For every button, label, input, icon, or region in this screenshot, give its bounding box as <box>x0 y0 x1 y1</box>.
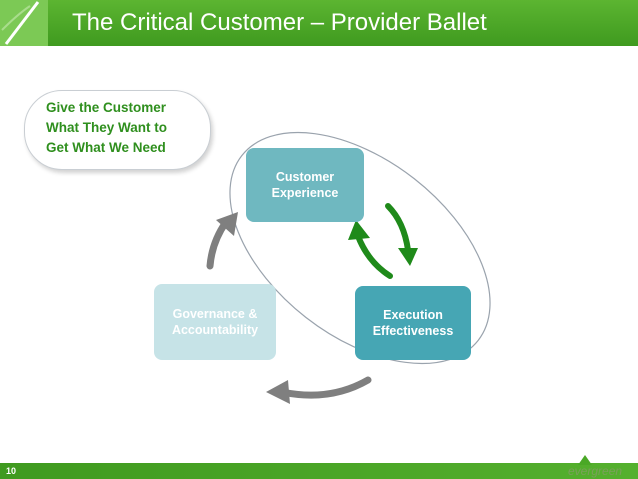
evergreen-logo-text: evergreen <box>568 464 623 478</box>
governance-box-line-2: Accountability <box>171 323 259 337</box>
execution-effectiveness-box: Execution Effectiveness <box>355 286 471 360</box>
callout-line-2: What They Want to <box>46 120 167 135</box>
customer-box-line-2: Experience <box>271 186 339 200</box>
page-number: 10 <box>6 466 17 476</box>
green-arrow-down <box>385 203 418 266</box>
evergreen-logo-icon <box>578 455 592 465</box>
callout-bubble <box>24 90 211 170</box>
callout-line-3: Get What We Need <box>46 140 166 155</box>
footer-bar <box>0 463 638 479</box>
cycle-ellipse <box>229 131 491 365</box>
execution-box-line-2: Effectiveness <box>372 324 454 338</box>
green-arrow-up <box>348 220 393 279</box>
title-bar: The Critical Customer – Provider Ballet <box>0 0 638 46</box>
gray-arrow-left <box>266 376 372 404</box>
page-title: The Critical Customer – Provider Ballet <box>72 9 487 36</box>
callout-text: Give the Customer What They Want to Get … <box>46 98 216 158</box>
execution-box-line-1: Execution <box>383 308 443 322</box>
customer-box-line-1: Customer <box>275 170 335 184</box>
governance-box-line-1: Governance & <box>172 307 258 321</box>
gray-arrow-up <box>206 212 238 270</box>
customer-experience-box: Customer Experience <box>246 148 364 222</box>
governance-accountability-box: Governance & Accountability <box>154 284 276 360</box>
leaf-icon <box>0 0 48 46</box>
callout-line-1: Give the Customer <box>46 100 167 115</box>
